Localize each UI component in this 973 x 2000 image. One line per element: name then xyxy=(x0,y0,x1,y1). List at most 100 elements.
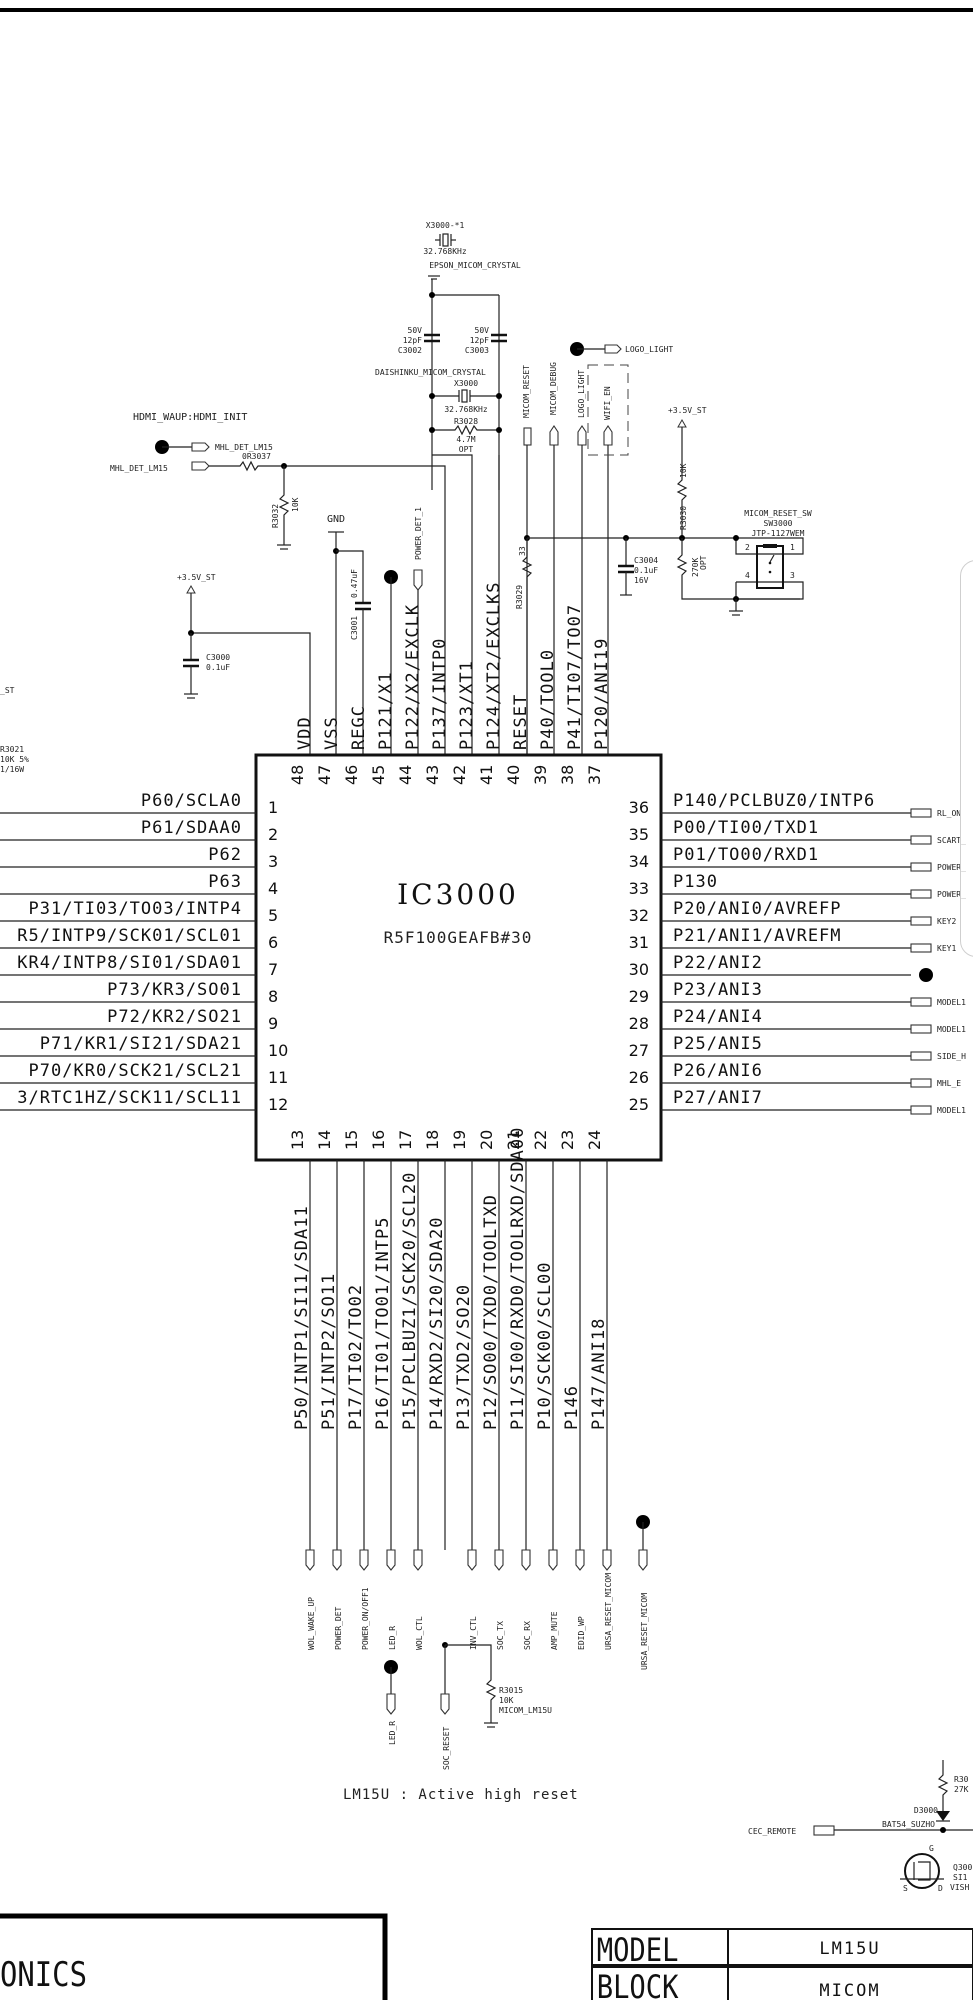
gnd-label: GND xyxy=(327,514,345,525)
pin-name: P22/ANI2 xyxy=(673,953,763,973)
svg-text:WIFI_EN: WIFI_EN xyxy=(603,386,612,420)
svg-text:2: 2 xyxy=(745,543,750,552)
pin-name: P00/TI00/TXD1 xyxy=(673,818,819,838)
svg-text:33: 33 xyxy=(518,546,527,556)
svg-text:16V: 16V xyxy=(634,576,649,585)
svg-text:R3021: R3021 xyxy=(0,745,24,754)
svg-text:4: 4 xyxy=(745,571,750,580)
pin-name: P137/INTP0 xyxy=(430,638,450,750)
svg-text:1: 1 xyxy=(790,543,795,552)
pin-number: 15 xyxy=(342,1130,361,1150)
pin-name: P01/TO00/RXD1 xyxy=(673,845,819,865)
pin-number: 7 xyxy=(268,960,278,979)
pin-number: 44 xyxy=(396,765,415,785)
pin-name: 3/RTC1HZ/SCK11/SCL11 xyxy=(17,1088,242,1108)
svg-text:JTP-1127WEM: JTP-1127WEM xyxy=(752,529,805,538)
pin-number: 31 xyxy=(629,933,649,952)
pin-name: P71/KR1/SI21/SDA21 xyxy=(40,1034,242,1054)
ic-part-number: R5F100GEAFB#30 xyxy=(384,928,533,947)
net-label: POWER_ON/OFF1 xyxy=(361,1587,370,1650)
svg-text:LOGO_LIGHT: LOGO_LIGHT xyxy=(577,370,586,418)
pin-number: 40 xyxy=(504,765,523,785)
mosfet-q300-icon: G S D xyxy=(900,1844,944,1893)
net-port xyxy=(910,916,932,926)
net-port xyxy=(575,1549,585,1571)
svg-text:R3032: R3032 xyxy=(271,504,280,528)
net-port xyxy=(467,1549,477,1571)
pin-name: P10/SCK00/SCL00 xyxy=(535,1261,555,1430)
crystal-epson: X3000-*1 32.768KHz EPSON_MICOM_CRYSTAL xyxy=(423,221,521,280)
soc-reset-label: SOC_RESET xyxy=(442,1726,451,1770)
model-label: MODEL xyxy=(597,1932,679,1970)
pin-name: P63 xyxy=(208,872,242,892)
net-label: URSA_RESET_MICOM xyxy=(604,1573,613,1650)
svg-text:SI1: SI1 xyxy=(953,1873,968,1882)
net-label: EDID_WP xyxy=(577,1616,586,1650)
pin-number: 26 xyxy=(629,1068,649,1087)
pin-number: 6 xyxy=(268,933,278,952)
pin-number: 23 xyxy=(558,1130,577,1150)
pin-name: P15/PCLBUZ1/SCK20/SCL20 xyxy=(400,1172,420,1430)
pin-name: P31/TI03/TO03/INTP4 xyxy=(29,899,242,919)
pin-number: 13 xyxy=(288,1130,307,1150)
net-port xyxy=(910,943,932,953)
pin-number: 32 xyxy=(629,906,649,925)
pin-name: R5/INTP9/SCK01/SCL01 xyxy=(17,926,242,946)
pin-number: 34 xyxy=(629,852,649,871)
pin-number: 22 xyxy=(531,1130,550,1150)
net-label: MODEL1 xyxy=(937,998,966,1007)
net-port xyxy=(413,1549,423,1571)
pin-name: P50/INTP1/SI11/SDA11 xyxy=(292,1205,312,1430)
svg-text:0.47uF: 0.47uF xyxy=(350,569,359,598)
net-port xyxy=(910,997,932,1007)
svg-text:OPT: OPT xyxy=(699,555,708,570)
net-label: POWER_ xyxy=(937,890,966,899)
capacitor-c3002: 50V 12pF C3002 xyxy=(398,326,440,355)
pin-number: 10 xyxy=(268,1041,288,1060)
vcc-label-3: _ST xyxy=(0,686,15,695)
pin-number: 14 xyxy=(315,1130,334,1150)
svg-text:C3000: C3000 xyxy=(206,653,230,662)
net-label: SOC_RX xyxy=(523,1621,532,1650)
pin-number: 5 xyxy=(268,906,278,925)
pin-number: 4 xyxy=(268,879,278,898)
pin-name: P27/ANI7 xyxy=(673,1088,763,1108)
net-port xyxy=(548,1549,558,1571)
pin-number: 38 xyxy=(558,765,577,785)
pin-number: 11 xyxy=(268,1068,288,1087)
no-connect-dot xyxy=(919,968,933,982)
pin-name: P25/ANI5 xyxy=(673,1034,763,1054)
svg-text:3: 3 xyxy=(790,571,795,580)
net-label: INV_CTL xyxy=(469,1616,478,1650)
svg-text:12pF: 12pF xyxy=(470,336,489,345)
svg-text:VISH: VISH xyxy=(950,1883,969,1892)
x3000-value: 32.768KHz xyxy=(444,405,488,414)
pin-name: P20/ANI0/AVREFP xyxy=(673,899,842,919)
net-label: WOL_CTL xyxy=(415,1616,424,1650)
svg-text:12pF: 12pF xyxy=(403,336,422,345)
pin-name: P70/KR0/SCK21/SCL21 xyxy=(29,1061,242,1081)
company-name-fragment: ONICS xyxy=(0,1956,87,1995)
net-label: SCART_ xyxy=(937,836,966,845)
x3000-ref: X3000 xyxy=(454,379,478,388)
net-port xyxy=(910,1024,932,1034)
svg-text:MICOM_RESET_SW: MICOM_RESET_SW xyxy=(744,509,812,518)
net-port xyxy=(359,1549,369,1571)
ic3000-body xyxy=(254,753,663,1162)
overlay-side-panel[interactable] xyxy=(960,560,973,957)
net-port xyxy=(521,1549,531,1571)
pin-name: P26/ANI6 xyxy=(673,1061,763,1081)
net-label: RL_ON xyxy=(937,809,961,818)
pin-number: 16 xyxy=(369,1130,388,1150)
pin-name: P124/XT2/EXCLKS xyxy=(484,581,504,750)
svg-text:27K: 27K xyxy=(954,1785,969,1794)
pin-name: KR4/INTP8/SI01/SDA01 xyxy=(17,953,242,973)
ursa-reset-2-label: URSA_RESET_MICOM xyxy=(640,1593,649,1670)
pin-name: VDD xyxy=(295,716,315,750)
net-label: MODEL1 xyxy=(937,1025,966,1034)
svg-text:BAT54_SUZHO: BAT54_SUZHO xyxy=(882,1820,935,1829)
pin-number: 27 xyxy=(629,1041,649,1060)
pin-number: 8 xyxy=(268,987,278,1006)
pin-name: P130 xyxy=(673,872,718,892)
net-port xyxy=(332,1549,342,1571)
